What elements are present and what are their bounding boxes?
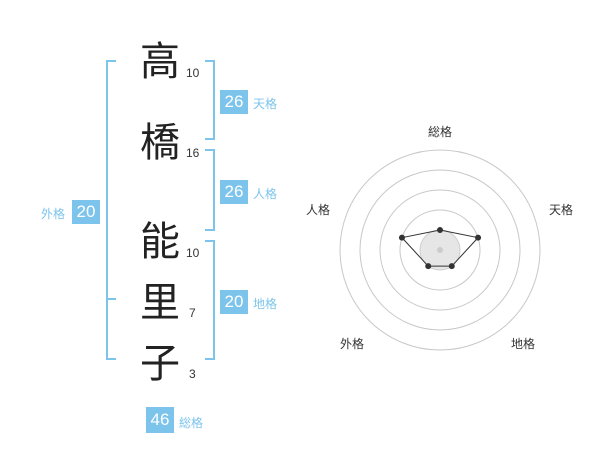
radar-rings	[339, 149, 541, 351]
radar-point-4	[425, 263, 432, 270]
radar-axis-label-gaikaku: 外格	[340, 337, 365, 351]
radar-point-1	[437, 227, 443, 233]
radar-axis-label-tenkaku: 天格	[549, 203, 574, 217]
tenkaku-bracket	[205, 60, 215, 140]
stroke-count-2: 16	[186, 146, 200, 160]
soukaku-value: 46	[146, 407, 174, 433]
radar-ring	[399, 209, 481, 291]
name-char-4: 里	[140, 280, 180, 326]
radar-score-polygon	[400, 229, 480, 267]
radar-axis-label-soukaku: 総格	[428, 125, 453, 139]
radar-ring	[359, 169, 521, 331]
radar-point-3	[448, 263, 455, 270]
soukaku-label: 総格	[179, 416, 204, 430]
jinkaku-value: 26	[220, 180, 248, 204]
tenkaku-label: 天格	[253, 97, 278, 111]
jinkaku-bracket	[205, 149, 215, 231]
name-char-1: 高	[140, 39, 180, 85]
radar-center-dot	[437, 247, 443, 253]
stroke-count-1: 10	[186, 66, 200, 80]
radar-point-2	[475, 234, 482, 241]
chikaku-value: 20	[220, 290, 248, 314]
radar-shape	[398, 227, 482, 270]
name-char-3: 能	[140, 219, 180, 265]
stroke-count-5: 3	[189, 367, 196, 381]
gaikaku-label: 外格	[41, 207, 66, 221]
gaikaku-value: 20	[72, 200, 100, 224]
radar-axis-label-chikaku: 地格	[511, 337, 536, 351]
chikaku-label: 地格	[253, 297, 278, 311]
radar-ring	[339, 149, 541, 351]
name-char-5: 子	[140, 341, 180, 387]
radar-axis-label-jinkaku: 人格	[306, 203, 331, 217]
gaikaku-bracket	[106, 60, 116, 360]
stroke-count-3: 10	[186, 246, 200, 260]
jinkaku-label: 人格	[253, 187, 278, 201]
tenkaku-value: 26	[220, 90, 248, 114]
chikaku-bracket	[205, 240, 215, 360]
stroke-count-4: 7	[189, 306, 196, 320]
name-char-2: 橋	[140, 120, 180, 166]
radar-ring	[379, 189, 501, 311]
radar-point-5	[398, 234, 405, 241]
gaikaku-bracket-mid-tick	[106, 298, 116, 300]
